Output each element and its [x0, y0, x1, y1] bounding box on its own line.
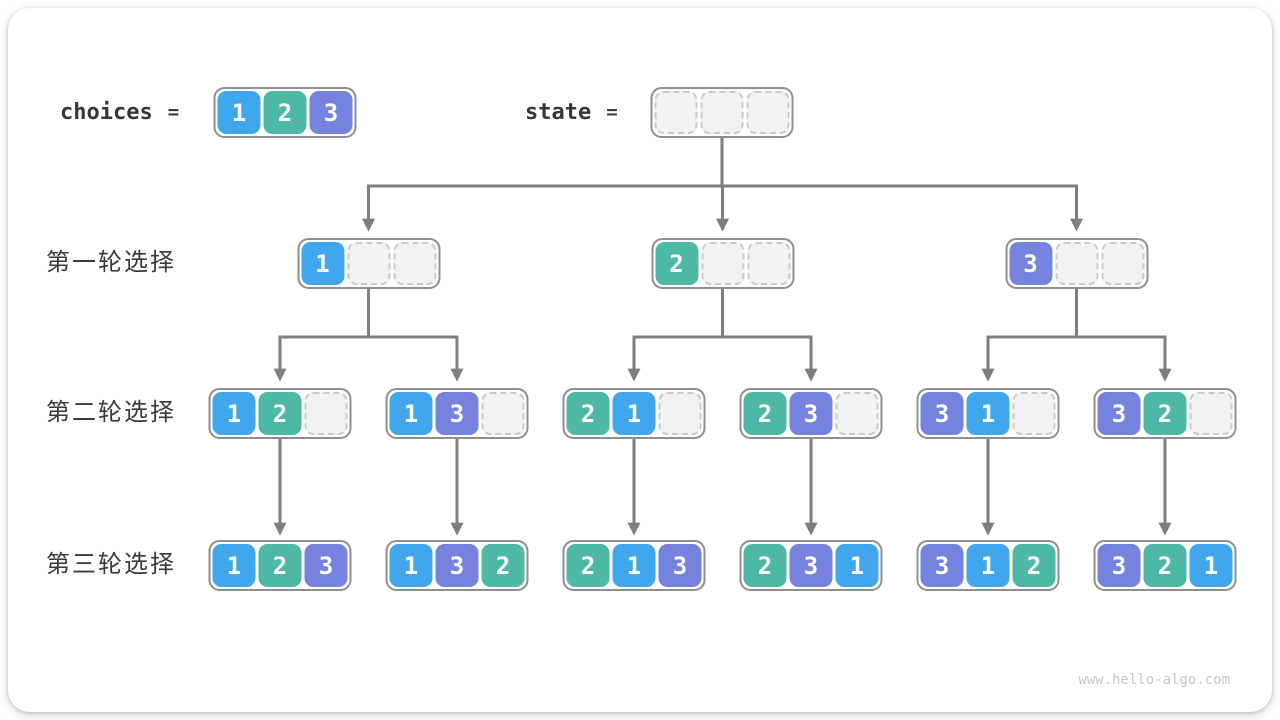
- array-cell-empty: [701, 242, 744, 285]
- array-cell-empty: [835, 392, 879, 435]
- tree-node-round1-3: 3: [1005, 238, 1148, 289]
- array-cell-2: 2: [1012, 544, 1056, 587]
- choices-equals-sign: =: [167, 101, 180, 123]
- watermark: www.hello-algo.com: [1078, 672, 1230, 688]
- array-cell-1: 1: [612, 392, 656, 435]
- array-cell-2: 2: [566, 392, 610, 435]
- array-cell-empty: [746, 91, 790, 134]
- array-cell-3: 3: [435, 544, 479, 587]
- array-cell-empty: [347, 242, 390, 285]
- array-cell-1: 1: [966, 544, 1010, 587]
- array-cell-3: 3: [304, 544, 348, 587]
- state-label: state =: [525, 87, 618, 137]
- array-cell-1: 1: [212, 392, 256, 435]
- array-cell-1: 1: [389, 544, 433, 587]
- state-array: [650, 87, 794, 138]
- array-cell-empty: [1012, 392, 1056, 435]
- array-cell-1: 1: [1189, 544, 1233, 587]
- array-cell-empty: [1189, 392, 1233, 435]
- array-cell-3: 3: [309, 91, 353, 134]
- array-cell-empty: [393, 242, 436, 285]
- tree-node-round1-2: 2: [651, 238, 794, 289]
- array-cell-3: 3: [1097, 392, 1141, 435]
- array-cell-empty: [304, 392, 348, 435]
- array-cell-3: 3: [920, 544, 964, 587]
- array-cell-1: 1: [212, 544, 256, 587]
- tree-edges-svg: [273, 137, 1172, 536]
- array-cell-2: 2: [655, 242, 698, 285]
- array-cell-3: 3: [435, 392, 479, 435]
- array-cell-2: 2: [263, 91, 307, 134]
- array-cell-1: 1: [612, 544, 656, 587]
- array-cell-empty: [654, 91, 698, 134]
- array-cell-2: 2: [743, 392, 787, 435]
- array-cell-1: 1: [966, 392, 1010, 435]
- array-cell-2: 2: [1143, 544, 1187, 587]
- state-equals-sign: =: [606, 101, 618, 123]
- array-cell-empty: [658, 392, 702, 435]
- array-cell-2: 2: [258, 392, 302, 435]
- array-cell-2: 2: [566, 544, 610, 587]
- state-label-text: state: [525, 99, 592, 125]
- array-cell-3: 3: [789, 392, 833, 435]
- array-cell-2: 2: [1143, 392, 1187, 435]
- tree-node-round1-1: 1: [297, 238, 440, 289]
- array-cell-1: 1: [835, 544, 879, 587]
- array-cell-empty: [1055, 242, 1098, 285]
- array-cell-1: 1: [217, 91, 261, 134]
- array-cell-3: 3: [1097, 544, 1141, 587]
- array-cell-2: 2: [743, 544, 787, 587]
- choices-label-text: choices: [60, 99, 153, 125]
- array-cell-empty: [700, 91, 744, 134]
- round-2-label: 第二轮选择: [46, 399, 176, 426]
- choices-label: choices =: [60, 87, 179, 137]
- array-cell-3: 3: [920, 392, 964, 435]
- round-1-label: 第一轮选择: [46, 249, 176, 276]
- array-cell-1: 1: [301, 242, 344, 285]
- array-cell-3: 3: [658, 544, 702, 587]
- array-cell-empty: [1101, 242, 1144, 285]
- array-cell-2: 2: [258, 544, 302, 587]
- array-cell-3: 3: [789, 544, 833, 587]
- array-cell-empty: [481, 392, 525, 435]
- array-cell-3: 3: [1009, 242, 1052, 285]
- round-3-label: 第三轮选择: [46, 551, 176, 578]
- array-cell-empty: [747, 242, 790, 285]
- array-cell-1: 1: [389, 392, 433, 435]
- array-cell-2: 2: [481, 544, 525, 587]
